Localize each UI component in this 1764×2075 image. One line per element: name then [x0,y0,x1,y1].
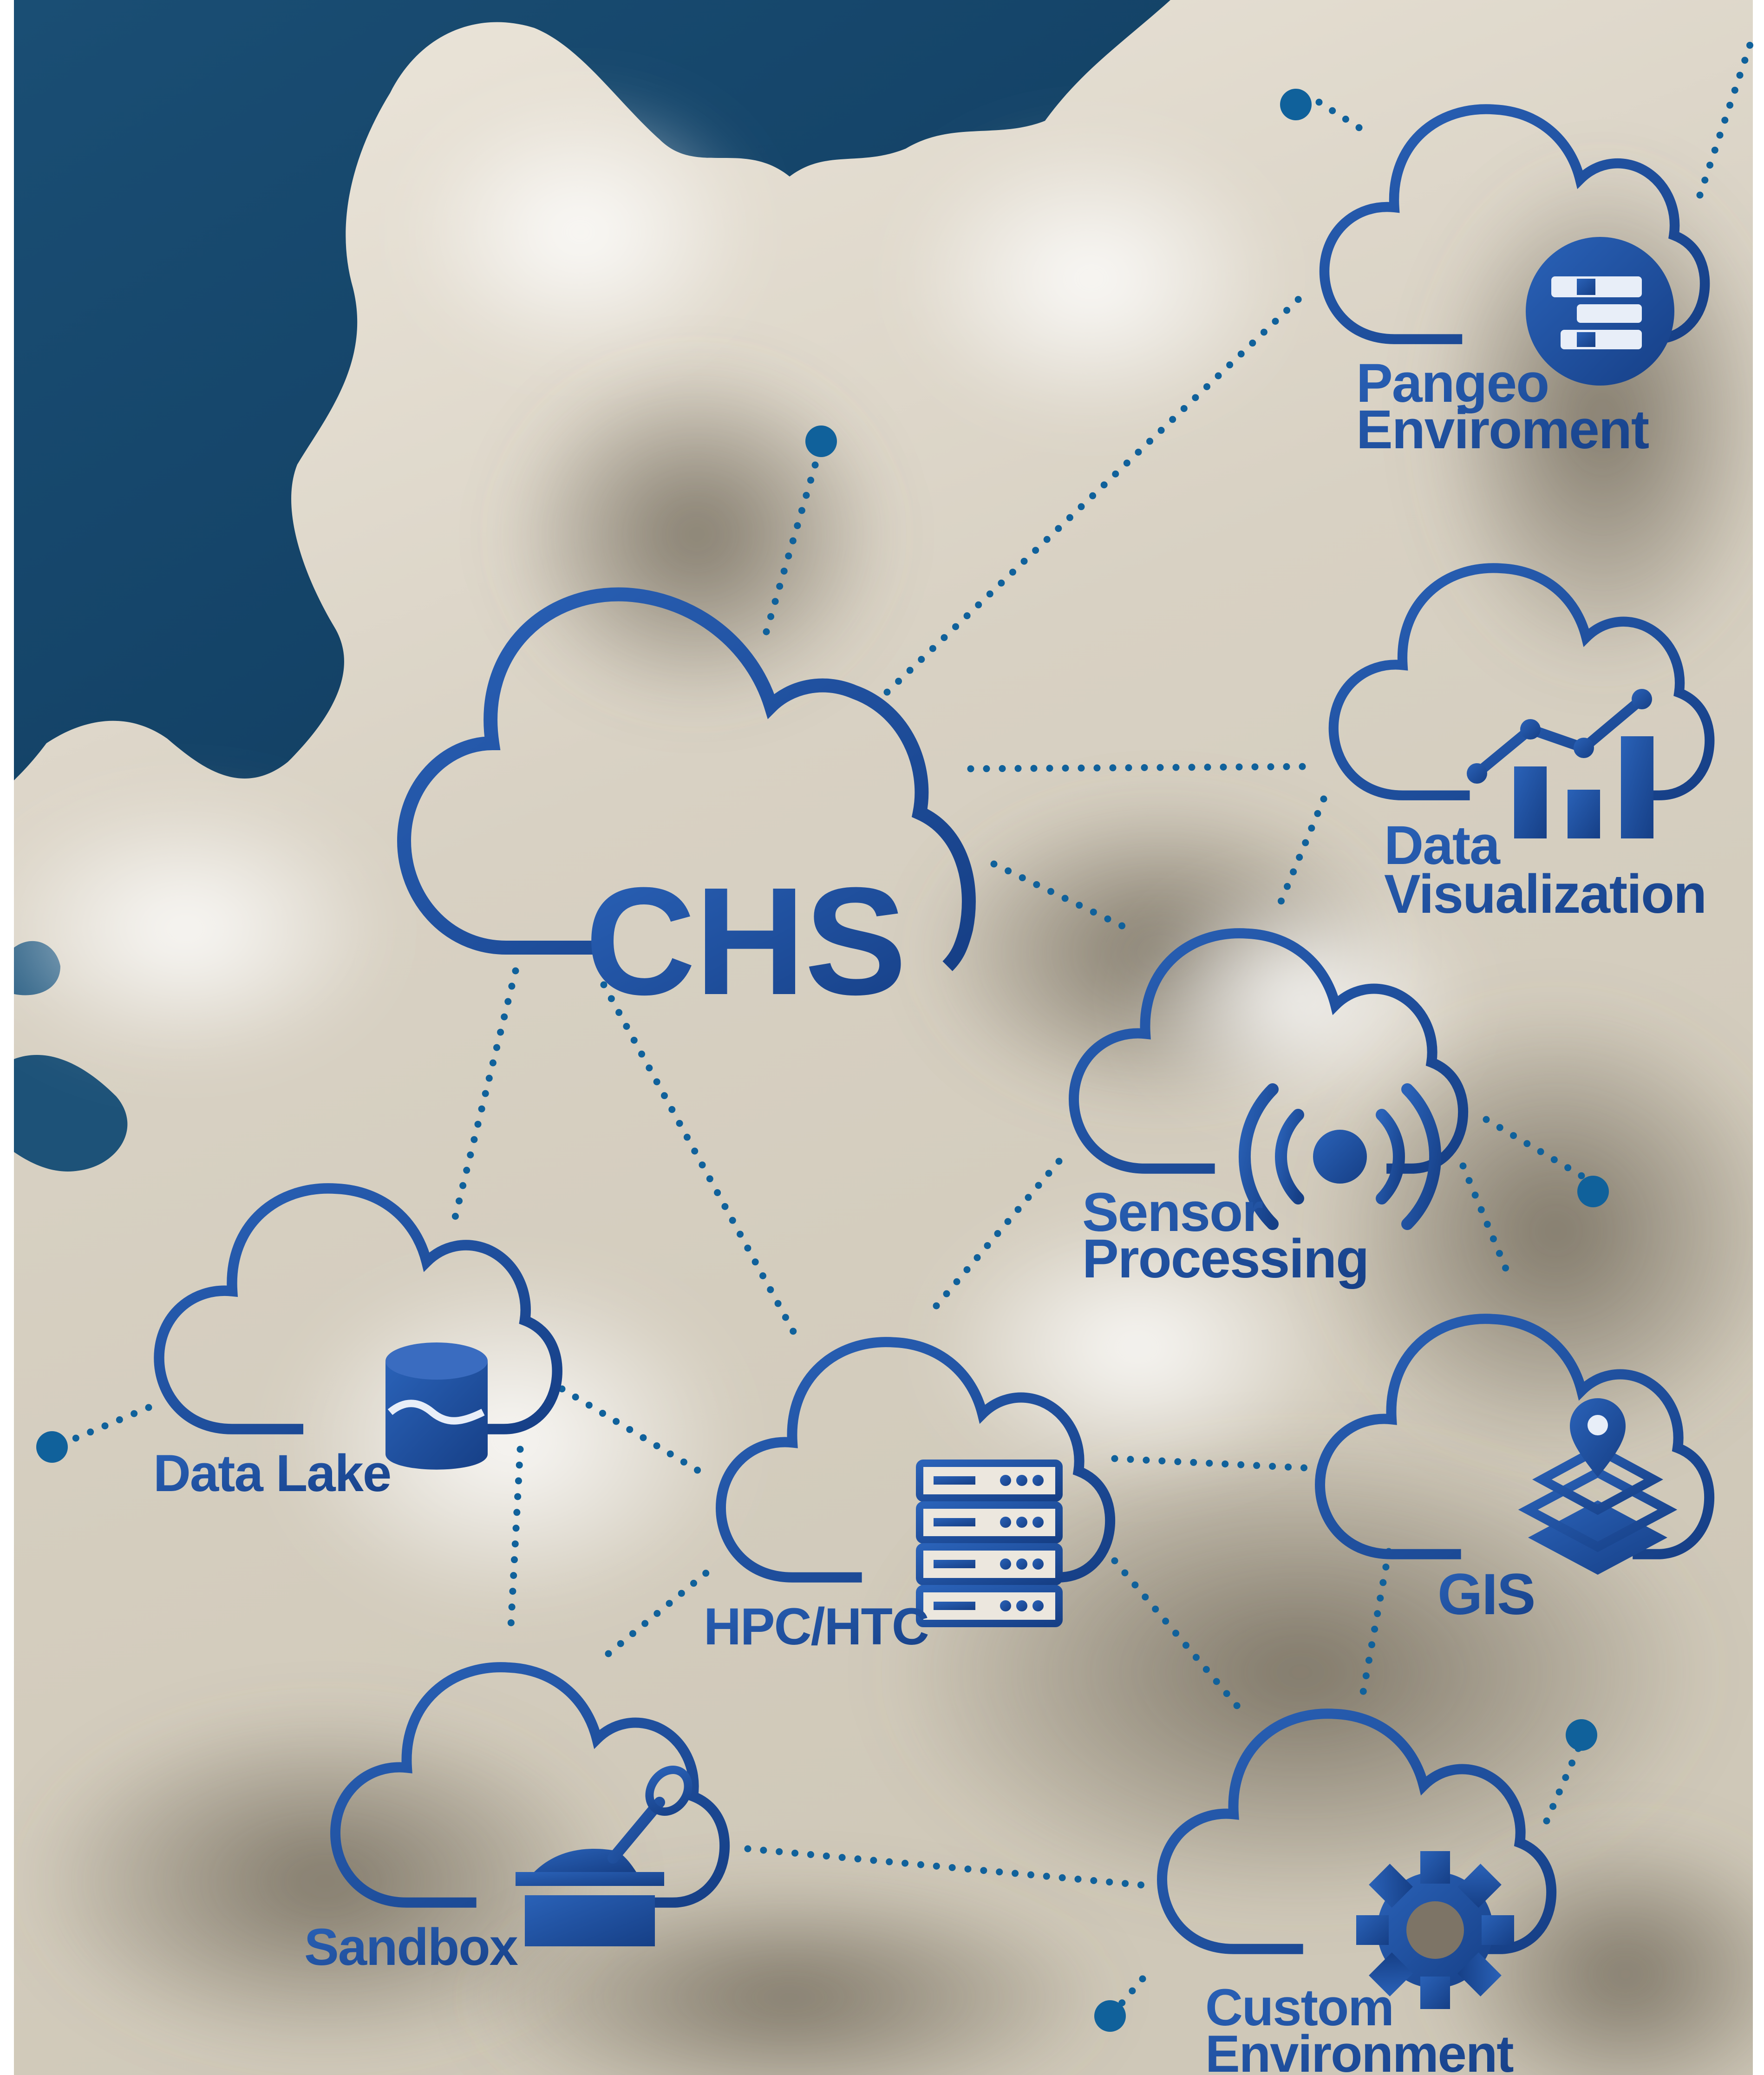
chs-hub-cloud[interactable]: CHS [397,587,976,1027]
connector-chs-hpc [600,981,798,1337]
connector-hpc-gis [1111,1455,1309,1472]
node-data-lake[interactable]: Data Lake [153,1188,557,1502]
connector-pangeo-edge [1696,38,1755,199]
gis-label: GIS [1437,1562,1535,1627]
node-hpc-htc[interactable]: HPC/HTC [704,1342,1110,1656]
connector-custom-dot [1543,1743,1583,1825]
water-cylinder-icon [385,1342,488,1470]
endpoint-dot [805,425,837,457]
connector-chs-sensor [990,860,1132,933]
node-data-visualization[interactable]: Data Visualization [1333,568,1710,925]
node-sandbox[interactable]: Sandbox [304,1667,725,1976]
connector-sensor-gis [1459,1162,1513,1281]
connector-chs-top [763,438,826,635]
endpoint-dot [1280,89,1312,120]
node-pangeo[interactable]: Pangeo Enviroment [1325,109,1705,460]
connector-gis-custom [1357,1548,1392,1708]
endpoint-dot [1094,2000,1126,2032]
data-visualization-label: Data Visualization [1384,815,1706,925]
hpc-htc-label: HPC/HTC [704,1597,928,1656]
custom-environment-label: Custom Environment [1205,1978,1513,2075]
connector-pangeo-dot [1315,98,1374,138]
sandbox-shovel-icon [516,1766,693,1946]
custom-environment-label-line2: Environment [1205,2025,1513,2075]
endpoint-dots [36,89,1609,2032]
connector-sensor-dot [1483,1116,1592,1184]
pangeo-label-line1: Pangeo [1356,353,1548,414]
bar-line-chart-icon [1467,689,1653,838]
connection-lines [57,38,1755,2015]
node-sensor-processing[interactable]: Sensor Processing [1074,933,1463,1290]
endpoint-dot [1566,1719,1597,1751]
connector-hpc-custom [1111,1557,1244,1713]
map-layers-pin-icon [1518,1398,1678,1575]
connector-datalake-sandbox [507,1446,524,1630]
connector-hpc-sandbox [605,1562,719,1657]
server-rack-icon [916,1460,1063,1627]
connector-chs-pangeo [883,294,1304,696]
sensor-processing-label-line2: Processing [1082,1228,1368,1290]
connector-datalake-dot [57,1404,152,1448]
connector-chs-datalake [451,967,519,1221]
node-custom-environment[interactable]: Custom Environment [1162,1714,1551,2075]
connector-dataviz-sensor [1274,795,1327,914]
chs-hub-label: CHS [585,855,906,1027]
data-visualization-label-line2: Visualization [1384,864,1706,925]
custom-environment-label-line1: Custom [1205,1978,1393,2036]
sandbox-label: Sandbox [304,1918,518,1976]
toggle-database-icon [1526,237,1674,386]
node-gis[interactable]: GIS [1320,1319,1709,1627]
signal-broadcast-icon [1239,1083,1441,1230]
connector-datalake-hpc [558,1385,705,1476]
sensor-processing-label: Sensor Processing [1082,1182,1368,1290]
pangeo-label-line2: Enviroment [1356,399,1649,460]
data-visualization-label-line1: Data [1384,815,1501,876]
sensor-processing-label-line1: Sensor [1082,1182,1263,1243]
endpoint-dot [36,1431,68,1463]
gear-icon [1356,1851,1514,2009]
connector-sensor-hpc [925,1158,1063,1318]
connector-chs-dataviz [967,763,1318,772]
pangeo-label: Pangeo Enviroment [1356,353,1649,460]
data-lake-label: Data Lake [153,1444,391,1502]
endpoint-dot [1577,1176,1609,1207]
connector-sandbox-custom [744,1845,1156,1890]
